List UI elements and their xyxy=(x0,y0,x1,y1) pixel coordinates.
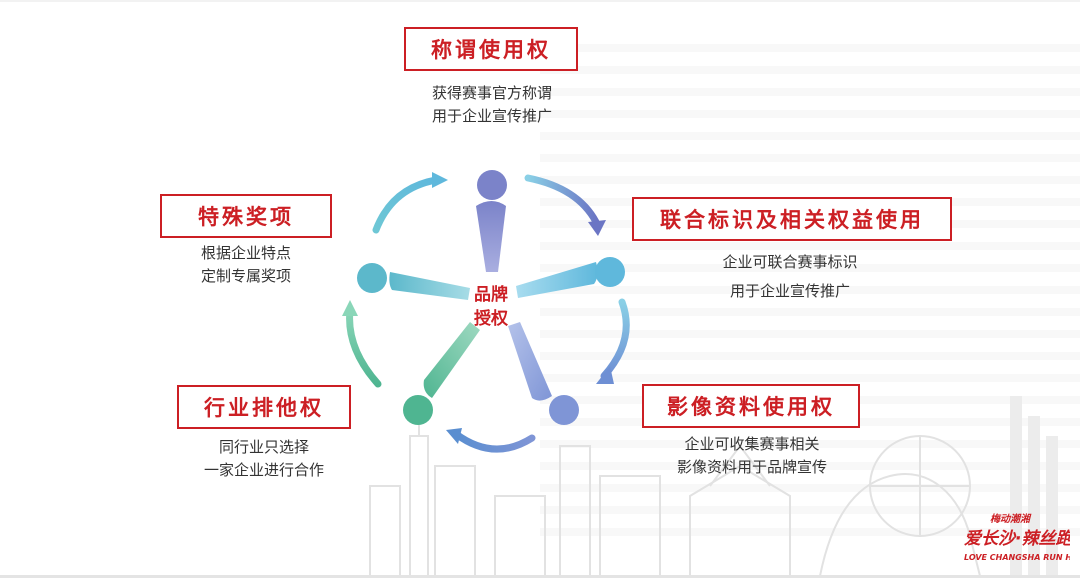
background-stripes xyxy=(540,30,1080,550)
logo-line3: LOVE CHANGSHA RUN HOT xyxy=(964,553,1070,562)
person-top-body xyxy=(476,201,506,272)
person-bottom-right-head xyxy=(549,395,579,425)
title-naming-rights-text: 称谓使用权 xyxy=(431,38,551,62)
title-joint-logo: 联合标识及相关权益使用 xyxy=(632,197,952,241)
desc-line: 获得赛事官方称谓 xyxy=(431,84,552,102)
cycle-arrow-bottom xyxy=(452,430,536,453)
cycle-arrow-left xyxy=(346,306,382,388)
title-joint-logo-text: 联合标识及相关权益使用 xyxy=(660,208,924,232)
arrow-head-left xyxy=(342,300,358,316)
person-right-head xyxy=(595,257,625,287)
logo-line2: 爱长沙·辣丝跑 xyxy=(964,529,1070,549)
desc-line: 企业可收集赛事相关 xyxy=(684,435,820,453)
desc-line: 根据企业特点 xyxy=(200,244,291,262)
cycle-arrow-right xyxy=(600,298,630,380)
cycle-arrow-top-right xyxy=(524,174,600,226)
person-bottom-right-body xyxy=(508,322,552,401)
desc-special-award: 根据企业特点 定制专属奖项 xyxy=(148,242,344,288)
desc-line: 同行业只选择 xyxy=(218,438,309,456)
person-bottom-left-head xyxy=(403,395,433,425)
arrow-head-top-right xyxy=(588,220,606,236)
desc-line: 企业可联合赛事标识 xyxy=(722,253,858,271)
arrow-head-right xyxy=(596,366,614,384)
title-exclusivity-text: 行业排他权 xyxy=(204,396,324,420)
center-label-line1: 品牌 xyxy=(474,284,508,305)
event-logo: 梅动潮湘 爱长沙·辣丝跑 LOVE CHANGSHA RUN HOT xyxy=(964,513,1070,562)
person-top-head xyxy=(477,170,507,200)
arrow-head-top-left xyxy=(432,172,448,188)
bottom-divider xyxy=(0,575,1080,578)
logo-line1: 梅动潮湘 xyxy=(990,513,1032,525)
desc-line: 一家企业进行合作 xyxy=(203,461,324,479)
person-left-body xyxy=(389,272,470,300)
person-left-head xyxy=(357,263,387,293)
title-image-rights-text: 影像资料使用权 xyxy=(667,395,835,419)
title-naming-rights: 称谓使用权 xyxy=(404,27,578,71)
title-exclusivity: 行业排他权 xyxy=(177,385,351,429)
arrow-head-bottom xyxy=(446,428,462,444)
desc-line: 用于企业宣传推广 xyxy=(431,107,552,125)
desc-image-rights: 企业可收集赛事相关 影像资料用于品牌宣传 xyxy=(652,433,852,479)
top-divider xyxy=(0,0,1080,2)
desc-joint-logo: 企业可联合赛事标识 用于企业宣传推广 xyxy=(690,251,890,303)
person-right-body xyxy=(516,262,598,298)
city-skyline-illustration xyxy=(369,396,1058,576)
title-special-award-text: 特殊奖项 xyxy=(198,205,294,229)
title-image-rights: 影像资料使用权 xyxy=(642,384,860,428)
desc-line: 影像资料用于品牌宣传 xyxy=(676,458,827,476)
desc-line: 用于企业宣传推广 xyxy=(729,282,850,300)
desc-exclusivity: 同行业只选择 一家企业进行合作 xyxy=(164,436,364,482)
center-label-line2: 授权 xyxy=(474,308,509,329)
desc-naming-rights: 获得赛事官方称谓 用于企业宣传推广 xyxy=(394,82,590,128)
cycle-arrow-top-left xyxy=(372,176,440,234)
title-special-award: 特殊奖项 xyxy=(160,194,332,238)
person-bottom-left-body xyxy=(423,322,480,398)
desc-line: 定制专属奖项 xyxy=(200,267,291,285)
